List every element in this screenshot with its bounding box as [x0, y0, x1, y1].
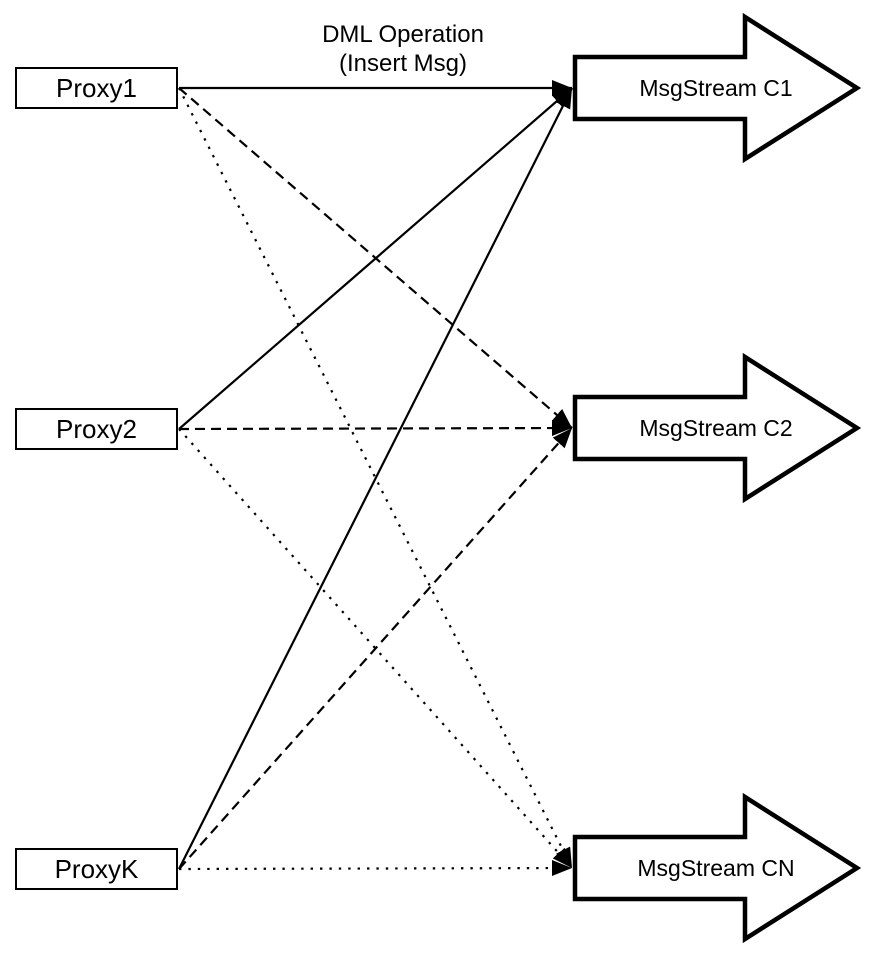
proxy1-label: Proxy1	[56, 73, 137, 103]
edge-proxyk-cn	[178, 860, 573, 877]
msgstream-c1-label: MsgStream C1	[639, 75, 793, 101]
edge-proxyk-c1	[178, 87, 573, 870]
proxy2-label: Proxy2	[56, 414, 137, 444]
proxy2-node: Proxy2	[15, 408, 178, 450]
block-arrow-cn	[572, 792, 862, 944]
edge-proxy2-c2	[178, 420, 573, 437]
msgstream-cn-label: MsgStream CN	[637, 855, 795, 881]
proxyk-label: ProxyK	[54, 854, 139, 884]
proxyk-node: ProxyK	[15, 848, 178, 890]
edge-lines	[178, 80, 573, 877]
block-arrow-c2	[572, 352, 862, 504]
diagram-title: DML Operation (Insert Msg)	[253, 20, 553, 78]
edge-proxy1-c2	[178, 87, 573, 429]
block-arrow-c1	[572, 12, 862, 164]
msgstream-c2-label: MsgStream C2	[639, 415, 793, 441]
edge-proxy2-cn	[178, 428, 573, 869]
proxy1-node: Proxy1	[15, 67, 178, 109]
edge-proxyk-c2	[178, 427, 573, 870]
diagram-title-line1: DML Operation	[322, 21, 484, 48]
block-arrows	[572, 12, 862, 944]
diagram-title-line2: (Insert Msg)	[338, 50, 467, 77]
